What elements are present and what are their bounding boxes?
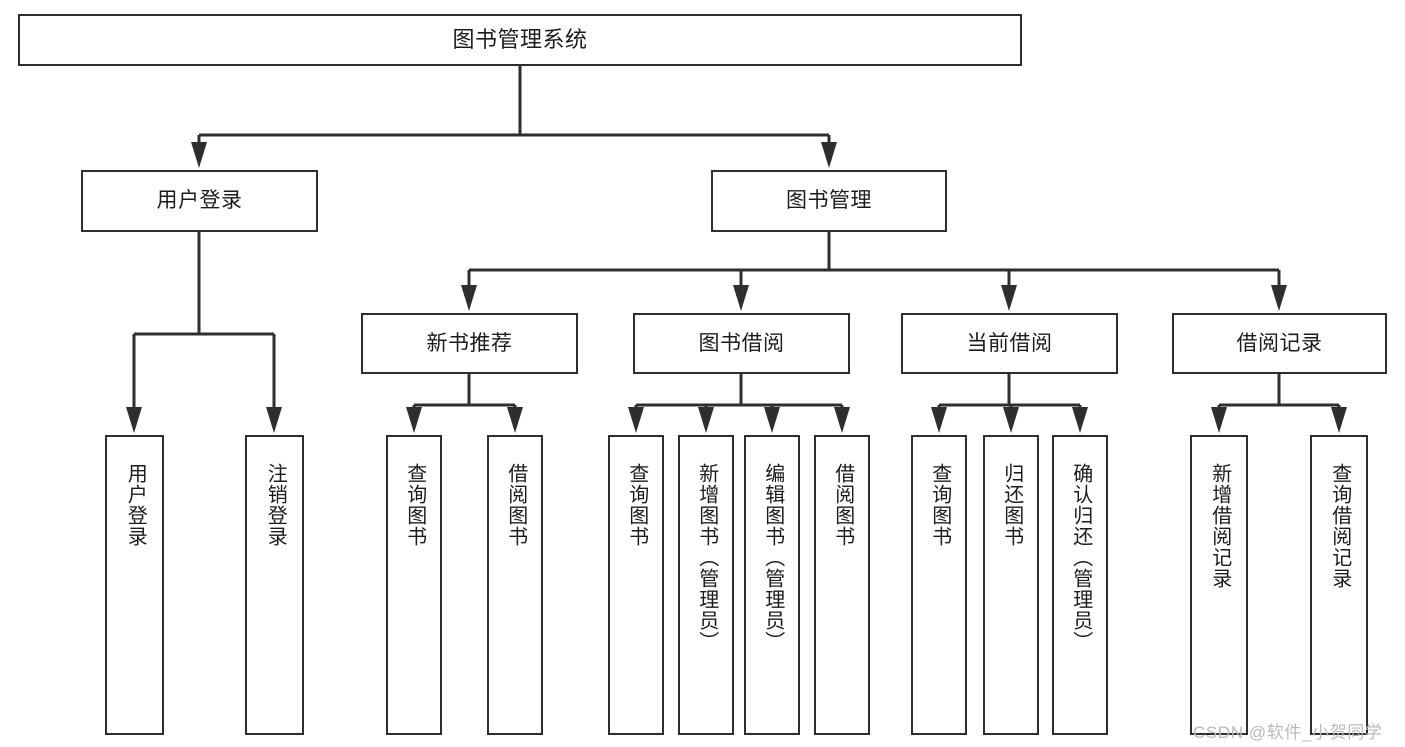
arrowhead-icon	[1072, 407, 1088, 433]
arrowhead-icon	[1003, 407, 1019, 433]
arrowhead-icon	[764, 407, 780, 433]
leaf-node-label: 查询图书	[625, 463, 648, 547]
level3-node-label: 图书借阅	[698, 331, 785, 355]
connector-arrowheads	[126, 142, 1347, 433]
level3-node-label: 新书推荐	[426, 331, 513, 355]
arrowhead-icon	[461, 285, 477, 311]
arrowhead-icon	[406, 407, 422, 433]
leaf-node-label: 查询借阅记录	[1328, 463, 1351, 589]
arrowhead-icon	[628, 407, 644, 433]
arrowhead-icon	[1331, 407, 1347, 433]
arrowhead-icon	[1271, 285, 1287, 311]
leaf-node-leaf-query-borrow-record[interactable]: 查询借阅记录	[1310, 435, 1368, 735]
leaf-node-leaf-query-book-1[interactable]: 查询图书	[386, 435, 442, 735]
leaf-node-label: 查询图书	[403, 463, 426, 547]
leaf-node-label: 查询图书	[928, 463, 951, 547]
level3-node-new-book-recommend[interactable]: 新书推荐	[361, 313, 578, 374]
level2-node-label: 用户登录	[156, 189, 243, 213]
root-node-root[interactable]: 图书管理系统	[18, 14, 1022, 66]
leaf-node-label: 用户登录	[124, 463, 147, 547]
arrowhead-icon	[126, 407, 142, 433]
arrowhead-icon	[266, 407, 282, 433]
leaf-node-label: 确认归还（管理员）	[1069, 463, 1092, 652]
leaf-node-leaf-query-book-2[interactable]: 查询图书	[608, 435, 664, 735]
leaf-node-label: 借阅图书	[504, 463, 527, 547]
level3-node-label: 借阅记录	[1236, 331, 1323, 355]
connector-lines	[132, 66, 1341, 407]
level3-node-book-borrow[interactable]: 图书借阅	[633, 313, 850, 374]
arrowhead-icon	[931, 407, 947, 433]
arrowhead-icon	[834, 407, 850, 433]
level3-node-current-borrow[interactable]: 当前借阅	[901, 313, 1118, 374]
leaf-node-label: 新增图书（管理员）	[695, 463, 718, 652]
leaf-node-label: 编辑图书（管理员）	[761, 463, 784, 652]
level2-node-book-manage[interactable]: 图书管理	[711, 170, 947, 232]
arrowhead-icon	[191, 142, 207, 168]
leaf-node-leaf-add-book-admin[interactable]: 新增图书（管理员）	[678, 435, 734, 735]
leaf-node-label: 归还图书	[1000, 463, 1023, 547]
level3-node-borrow-record[interactable]: 借阅记录	[1172, 313, 1387, 374]
arrowhead-icon	[507, 407, 523, 433]
arrowhead-icon	[1211, 407, 1227, 433]
level3-node-label: 当前借阅	[966, 331, 1053, 355]
level2-node-user-login[interactable]: 用户登录	[81, 170, 318, 232]
arrowhead-icon	[821, 142, 837, 168]
leaf-node-leaf-add-borrow-record[interactable]: 新增借阅记录	[1190, 435, 1248, 735]
leaf-node-leaf-edit-book-admin[interactable]: 编辑图书（管理员）	[744, 435, 800, 735]
leaf-node-label: 借阅图书	[831, 463, 854, 547]
arrowhead-icon	[1001, 285, 1017, 311]
leaf-node-leaf-borrow-book-2[interactable]: 借阅图书	[814, 435, 870, 735]
root-node-label: 图书管理系统	[452, 26, 588, 52]
leaf-node-leaf-user-logout[interactable]: 注销登录	[245, 435, 304, 735]
level2-node-label: 图书管理	[786, 189, 872, 213]
leaf-node-label: 新增借阅记录	[1208, 463, 1231, 589]
leaf-node-leaf-user-login[interactable]: 用户登录	[105, 435, 164, 735]
leaf-node-label: 注销登录	[264, 463, 287, 547]
leaf-node-leaf-borrow-book-1[interactable]: 借阅图书	[487, 435, 543, 735]
leaf-node-leaf-query-book-3[interactable]: 查询图书	[911, 435, 967, 735]
leaf-node-leaf-confirm-return-admin[interactable]: 确认归还（管理员）	[1052, 435, 1108, 735]
leaf-node-leaf-return-book[interactable]: 归还图书	[983, 435, 1039, 735]
arrowhead-icon	[733, 285, 749, 311]
arrowhead-icon	[698, 407, 714, 433]
